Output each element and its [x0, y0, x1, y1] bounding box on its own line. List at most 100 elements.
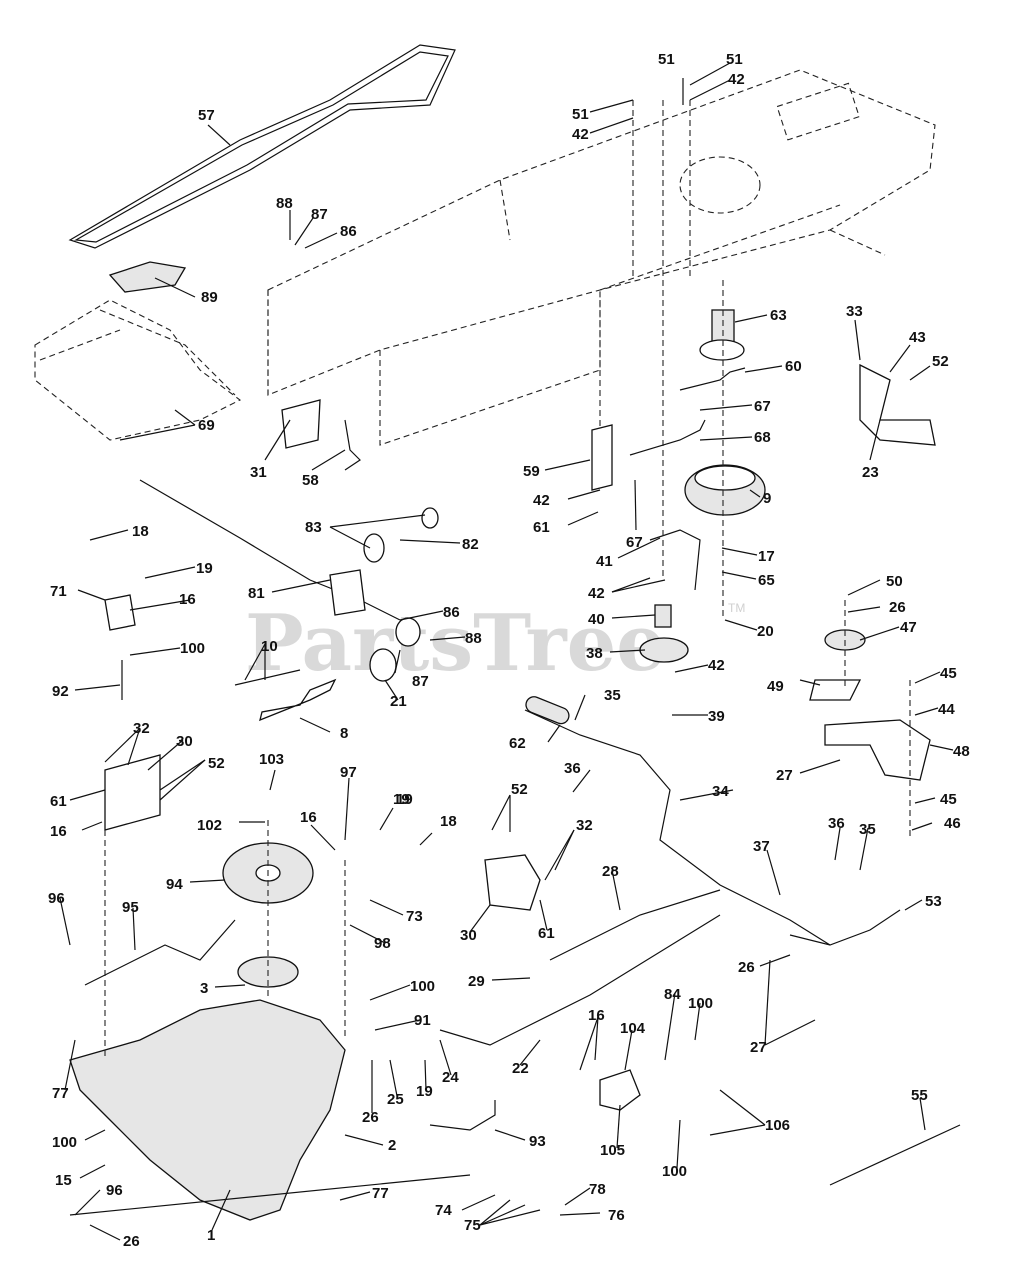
pedal-8	[259, 678, 337, 722]
fender-assembly	[34, 299, 242, 441]
callout-16: 16	[50, 823, 67, 840]
rod-28	[549, 889, 721, 961]
callout-100: 100	[52, 1134, 77, 1151]
bracket-71	[104, 594, 136, 631]
bracket-60	[679, 367, 746, 391]
callout-29: 29	[468, 973, 485, 990]
callout-76: 76	[608, 1207, 625, 1224]
callout-45: 45	[940, 665, 957, 682]
callout-2: 2	[388, 1137, 396, 1154]
callout-42: 42	[728, 71, 745, 88]
callout-102: 102	[197, 817, 222, 834]
callout-16: 16	[179, 591, 196, 608]
callout-82: 82	[462, 536, 479, 553]
callout-16: 16	[588, 1007, 605, 1024]
callout-40: 40	[588, 611, 605, 628]
rod-68	[629, 419, 706, 456]
callout-100: 100	[180, 640, 205, 657]
callout-78: 78	[589, 1181, 606, 1198]
idler-21	[369, 648, 397, 682]
callout-60: 60	[785, 358, 802, 375]
callout-34: 34	[712, 783, 729, 800]
callout-18: 18	[440, 813, 457, 830]
callout-53: 53	[925, 893, 942, 910]
callout-88: 88	[465, 630, 482, 647]
callout-92: 92	[52, 683, 69, 700]
electric-clutch-top	[694, 465, 756, 491]
callout-42: 42	[533, 492, 550, 509]
callout-62: 62	[509, 735, 526, 752]
callout-58: 58	[302, 472, 319, 489]
callout-91: 91	[414, 1012, 431, 1029]
callout-32: 32	[576, 817, 593, 834]
callout-68: 68	[754, 429, 771, 446]
callout-15: 15	[55, 1172, 72, 1189]
callout-52: 52	[511, 781, 528, 798]
callout-35: 35	[604, 687, 621, 704]
drive-belt	[68, 44, 456, 249]
callout-27: 27	[776, 767, 793, 784]
callout-77: 77	[372, 1185, 389, 1202]
callout-41: 41	[596, 553, 613, 570]
callout-69: 69	[198, 417, 215, 434]
callout-27: 27	[750, 1039, 767, 1056]
callout-86: 86	[443, 604, 460, 621]
callout-51: 51	[658, 51, 675, 68]
callout-96: 96	[48, 890, 65, 907]
callout-93: 93	[529, 1133, 546, 1150]
callout-19: 19	[416, 1083, 433, 1100]
pulley-83	[363, 533, 385, 563]
shift-lever-62	[524, 709, 831, 946]
hose-93	[429, 1100, 496, 1131]
callout-42: 42	[588, 585, 605, 602]
callout-59: 59	[523, 463, 540, 480]
callout-83: 83	[305, 519, 322, 536]
callout-39: 39	[708, 708, 725, 725]
callout-46: 46	[944, 815, 961, 832]
transmission	[69, 999, 346, 1221]
bracket-23	[859, 363, 936, 446]
bracket-58	[344, 419, 361, 471]
callout-25: 25	[387, 1091, 404, 1108]
callout-65: 65	[758, 572, 775, 589]
callout-51: 51	[572, 106, 589, 123]
lever-95	[84, 919, 236, 986]
callout-47: 47	[900, 619, 917, 636]
callout-106: 106	[765, 1117, 790, 1134]
callout-17: 17	[758, 548, 775, 565]
callout-105: 105	[600, 1142, 625, 1159]
callout-1: 1	[207, 1227, 215, 1244]
watermark-trademark: TM	[728, 601, 745, 615]
idler-pulley-63	[699, 339, 745, 361]
bracket-104	[599, 1069, 641, 1111]
leader-lines	[59, 62, 954, 1241]
callout-30: 30	[460, 927, 477, 944]
callout-61: 61	[50, 793, 67, 810]
callout-95: 95	[122, 899, 139, 916]
callout-23: 23	[862, 464, 879, 481]
handle-62	[525, 696, 570, 725]
callout-28: 28	[602, 863, 619, 880]
belt-guide	[108, 261, 187, 293]
callout-86: 86	[340, 223, 357, 240]
spring-41	[649, 529, 701, 591]
callout-77: 77	[52, 1085, 69, 1102]
callout-52: 52	[208, 755, 225, 772]
callout-45: 45	[940, 791, 957, 808]
callout-43: 43	[909, 329, 926, 346]
callout-20: 20	[757, 623, 774, 640]
callout-8: 8	[340, 725, 348, 742]
bracket-30-left	[104, 754, 161, 831]
callout-63: 63	[770, 307, 787, 324]
callout-33: 33	[846, 303, 863, 320]
callout-16: 16	[300, 809, 317, 826]
callout-19: 19	[396, 791, 413, 808]
watermark-text: PartsTree	[245, 598, 666, 689]
pulley-87	[395, 617, 421, 647]
callout-87: 87	[412, 673, 429, 690]
callout-67: 67	[754, 398, 771, 415]
callout-30: 30	[176, 733, 193, 750]
callout-38: 38	[586, 645, 603, 662]
bracket-30-right	[484, 854, 541, 911]
